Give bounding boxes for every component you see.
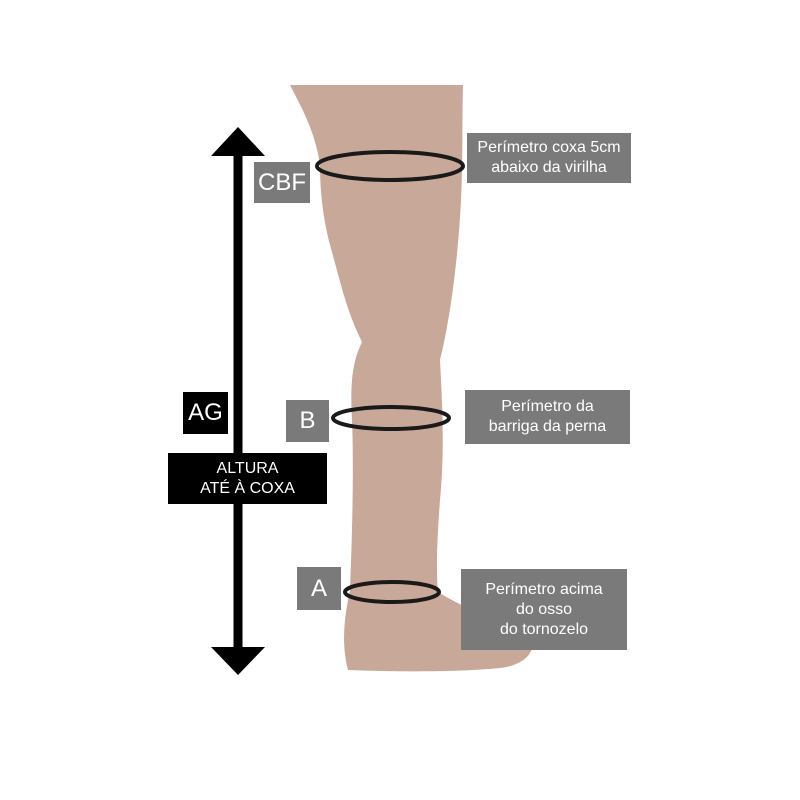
ag-label: AG	[183, 392, 228, 434]
height-arrow-head-bottom	[211, 647, 265, 675]
height-label-line1: ALTURA	[216, 459, 279, 477]
calf-ring	[331, 405, 451, 431]
calf-description: Perímetro da barriga da perna	[465, 390, 630, 444]
thigh-ring	[315, 150, 465, 182]
leg-silhouette	[290, 85, 534, 672]
a-label: A	[297, 567, 341, 610]
height-label-line2: ATÉ À COXA	[200, 479, 295, 497]
thigh-description: Perímetro coxa 5cm abaixo da virilha	[467, 133, 631, 183]
height-arrow-head-top	[211, 127, 265, 156]
cbf-label: CBF	[254, 162, 310, 203]
ankle-description: Perímetro acima do osso do tornozelo	[461, 569, 627, 650]
height-label: ALTURA ATÉ À COXA	[168, 453, 327, 504]
b-label: B	[286, 400, 329, 442]
ankle-ring	[343, 580, 441, 604]
